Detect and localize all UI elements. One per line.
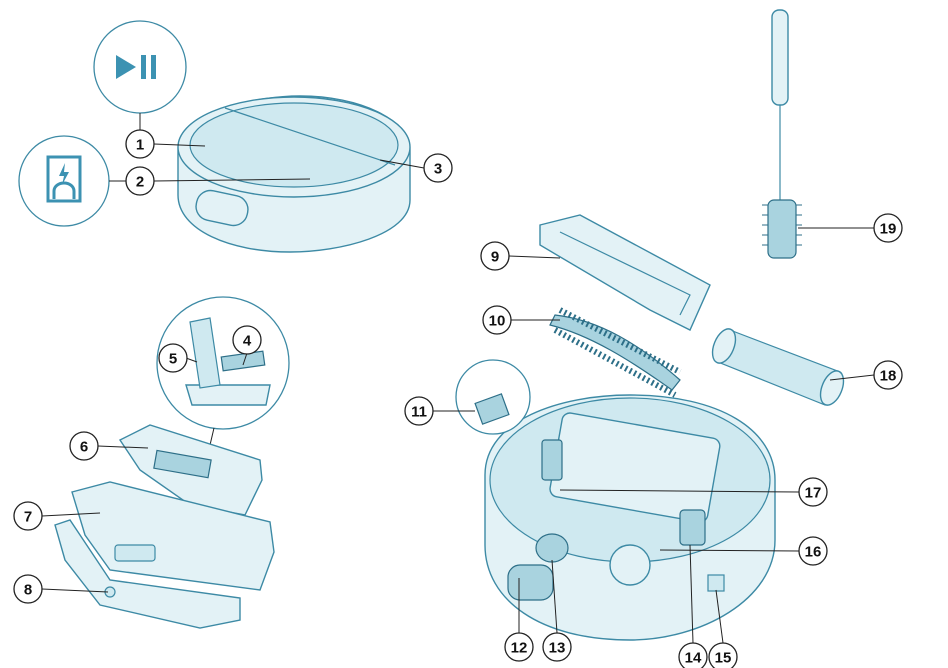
callout-label: 14 <box>685 650 702 667</box>
callout-label: 9 <box>491 249 499 266</box>
callout-8: 8 <box>13 574 43 604</box>
callout-circle <box>423 153 453 183</box>
callout-17: 17 <box>798 477 828 507</box>
water-tank-illustration <box>71 481 275 591</box>
leader-line-4 <box>242 352 248 366</box>
mop-holder-illustration <box>54 519 241 629</box>
robot-top-illustration <box>177 95 411 253</box>
callout-1: 1 <box>125 129 155 159</box>
callout-circle <box>125 166 155 196</box>
callout-10: 10 <box>482 305 512 335</box>
callout-label: 6 <box>80 439 88 456</box>
callout-19: 19 <box>873 213 903 243</box>
callout-label: 13 <box>549 640 566 657</box>
callout-11: 11 <box>404 396 434 426</box>
callout-circle <box>480 241 510 271</box>
leader-line-2 <box>153 178 311 182</box>
callout-label: 8 <box>24 582 32 599</box>
leader-line-18 <box>829 374 875 381</box>
callout-circle <box>504 632 534 662</box>
callout-label: 7 <box>24 509 32 526</box>
callout-circle <box>125 129 155 159</box>
callout-label: 1 <box>136 137 144 154</box>
callout-circle <box>232 325 262 355</box>
callout-9: 9 <box>480 241 510 271</box>
callout-14: 14 <box>678 642 708 668</box>
leader-line-17 <box>559 489 800 493</box>
main-brush-illustration <box>549 307 682 398</box>
callout-circle <box>13 501 43 531</box>
callout-circle <box>158 343 188 373</box>
callout-5: 5 <box>158 343 188 373</box>
callout-circle <box>873 360 903 390</box>
callout-3: 3 <box>423 153 453 183</box>
callout-label: 3 <box>434 161 442 178</box>
callout-label: 19 <box>880 221 897 238</box>
leader-line-13 <box>551 559 558 634</box>
leader-line-5 <box>185 357 198 363</box>
callout-16: 16 <box>798 536 828 566</box>
spare-roller-illustration <box>711 328 845 406</box>
callout-18: 18 <box>873 360 903 390</box>
callout-label: 15 <box>715 650 732 667</box>
callout-label: 5 <box>169 351 177 368</box>
leader-line-8 <box>41 588 109 593</box>
callout-label: 10 <box>489 313 506 330</box>
callout-2: 2 <box>125 166 155 196</box>
callout-4: 4 <box>232 325 262 355</box>
play-pause-icon <box>93 20 187 114</box>
callout-circle <box>798 536 828 566</box>
robot-bottom-illustration <box>484 394 776 641</box>
callout-7: 7 <box>13 501 43 531</box>
callout-circle <box>404 396 434 426</box>
leader-line-6 <box>97 445 149 449</box>
callout-label: 17 <box>805 485 822 502</box>
callout-circle <box>13 574 43 604</box>
callout-label: 4 <box>243 333 252 350</box>
callout-6: 6 <box>69 431 99 461</box>
callout-label: 12 <box>511 640 528 657</box>
brush-cover-illustration <box>539 214 711 331</box>
callout-circle <box>482 305 512 335</box>
leader-line-15 <box>715 589 724 644</box>
sensor-detail <box>455 359 531 435</box>
callout-13: 13 <box>542 632 572 662</box>
callout-circle <box>708 642 738 668</box>
callout-label: 16 <box>805 544 822 561</box>
cleaning-tool-illustration <box>762 9 802 259</box>
leader-line-14 <box>689 544 694 644</box>
callout-circle <box>873 213 903 243</box>
callout-circle <box>542 632 572 662</box>
leader-line-3 <box>379 159 425 169</box>
leader-line-1 <box>153 143 206 147</box>
dustbin-illustration <box>118 424 263 516</box>
charging-dock-icon <box>18 135 110 227</box>
leader-line-7 <box>41 512 101 517</box>
callout-label: 2 <box>136 174 144 191</box>
callout-circle <box>798 477 828 507</box>
callout-12: 12 <box>504 632 534 662</box>
callout-label: 18 <box>880 368 897 385</box>
leader-line-16 <box>659 549 800 552</box>
callout-circle <box>69 431 99 461</box>
callout-leaders <box>41 113 875 644</box>
callout-15: 15 <box>708 642 738 668</box>
callout-circle <box>678 642 708 668</box>
leader-line-9 <box>508 255 561 259</box>
callout-label: 11 <box>411 404 427 421</box>
